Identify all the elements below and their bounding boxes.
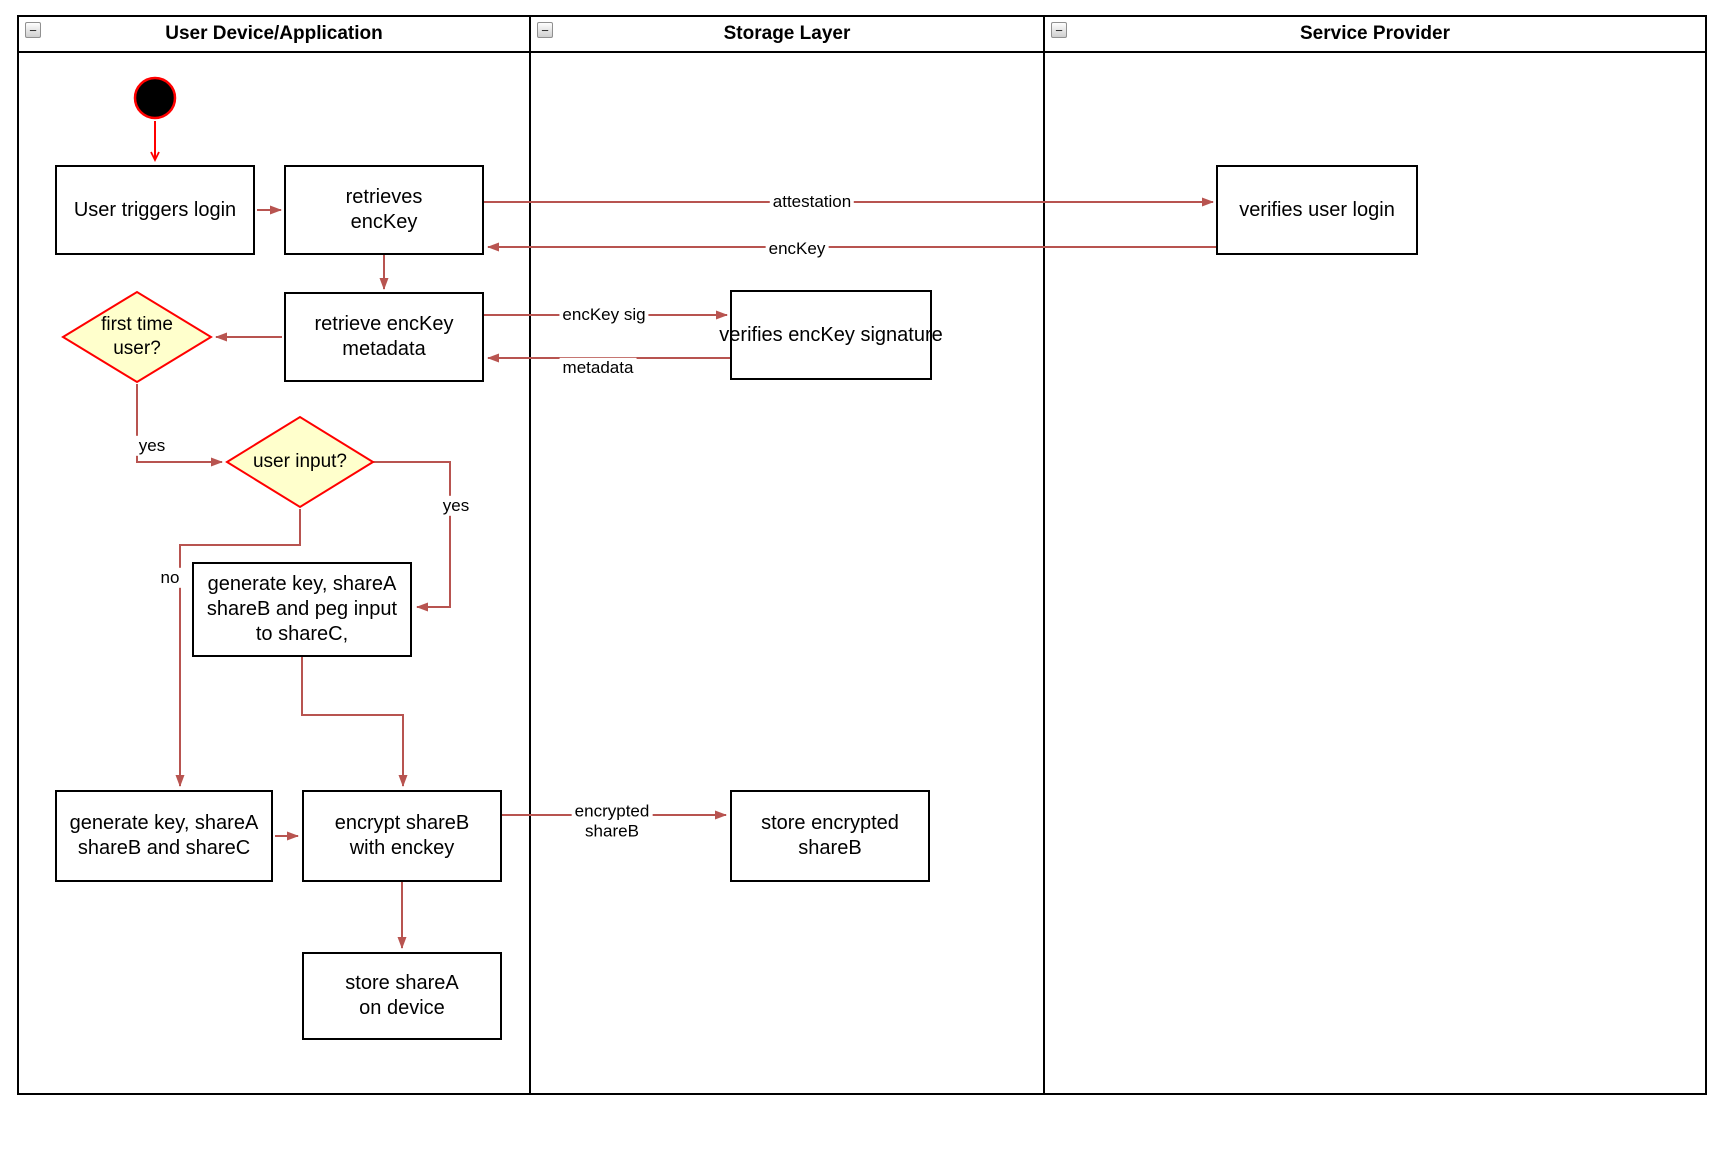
node-retrieve-enckey-metadata[interactable]: retrieve encKey metadata bbox=[284, 292, 484, 382]
node-label: store shareA on device bbox=[345, 972, 459, 1019]
node-label: verifies user login bbox=[1239, 198, 1395, 221]
lane-title-service-provider: Service Provider bbox=[1300, 23, 1450, 44]
node-label: verifies encKey signature bbox=[719, 323, 943, 346]
node-label: store encrypted shareB bbox=[761, 812, 899, 859]
lane-header-user-device[interactable]: User Device/Application bbox=[18, 16, 530, 52]
node-label: user input? bbox=[252, 451, 347, 473]
collapse-icon[interactable]: − bbox=[1051, 22, 1067, 38]
node-store-encrypted-shareb[interactable]: store encrypted shareB bbox=[730, 790, 930, 882]
edge-yes-firsttime[interactable] bbox=[136, 384, 223, 467]
edge-label-no-user-input[interactable]: no bbox=[157, 567, 183, 589]
edge-label-yes-first-time[interactable]: yes bbox=[135, 435, 169, 457]
edge-label-enckey-sig[interactable]: encKey sig bbox=[559, 304, 649, 326]
user-input-diamond-shape bbox=[225, 415, 375, 509]
collapse-icon[interactable]: − bbox=[25, 22, 41, 38]
edge-yes-userinput[interactable] bbox=[373, 461, 451, 612]
first-time-user-diamond-shape bbox=[61, 290, 213, 384]
edge-peg-to-encrypt[interactable] bbox=[301, 657, 408, 787]
node-encrypt-shareb[interactable]: encrypt shareB with enckey bbox=[302, 790, 502, 882]
edge-no-userinput[interactable] bbox=[175, 509, 301, 787]
node-label: retrieve encKey metadata bbox=[314, 313, 454, 360]
edge-label-attestation[interactable]: attestation bbox=[769, 191, 855, 213]
node-user-triggers-login[interactable]: User triggers login bbox=[55, 165, 255, 255]
collapse-icon[interactable]: − bbox=[537, 22, 553, 38]
node-label: User triggers login bbox=[73, 198, 237, 221]
node-label: retrieves encKey bbox=[345, 186, 423, 233]
node-verifies-enckey-signature[interactable]: verifies encKey signature bbox=[719, 290, 943, 380]
lane-title-storage: Storage Layer bbox=[723, 23, 851, 44]
edge-label-yes-user-input[interactable]: yes bbox=[439, 495, 473, 517]
node-label: encrypt shareB with enckey bbox=[334, 812, 470, 859]
lane-header-service-provider[interactable]: Service Provider bbox=[1044, 16, 1706, 52]
lane-title-user-device: User Device/Application bbox=[165, 23, 383, 44]
node-label: first time user? bbox=[101, 314, 173, 359]
node-verifies-user-login[interactable]: verifies user login bbox=[1216, 165, 1418, 255]
decision-user-input[interactable]: user input? bbox=[230, 417, 370, 507]
lane-header-storage[interactable]: Storage Layer bbox=[530, 16, 1044, 52]
node-label: generate key, shareA shareB and shareC bbox=[69, 812, 259, 859]
decision-first-time-user[interactable]: first time user? bbox=[67, 292, 207, 382]
node-store-sharea-on-device[interactable]: store shareA on device bbox=[302, 952, 502, 1040]
edge-label-encrypted-shareb[interactable]: encrypted shareB bbox=[571, 801, 653, 843]
edge-label-metadata[interactable]: metadata bbox=[559, 357, 637, 379]
pool-border bbox=[17, 15, 1707, 1095]
node-generate-key-sharec[interactable]: generate key, shareA shareB and shareC bbox=[55, 790, 273, 882]
edge-label-enckey[interactable]: encKey bbox=[765, 238, 829, 260]
node-generate-key-peg-input[interactable]: generate key, shareA shareB and peg inpu… bbox=[192, 562, 412, 657]
node-retrieves-enckey[interactable]: retrieves encKey bbox=[284, 165, 484, 255]
start-node[interactable] bbox=[133, 76, 177, 120]
node-label: generate key, shareA shareB and peg inpu… bbox=[206, 573, 398, 645]
